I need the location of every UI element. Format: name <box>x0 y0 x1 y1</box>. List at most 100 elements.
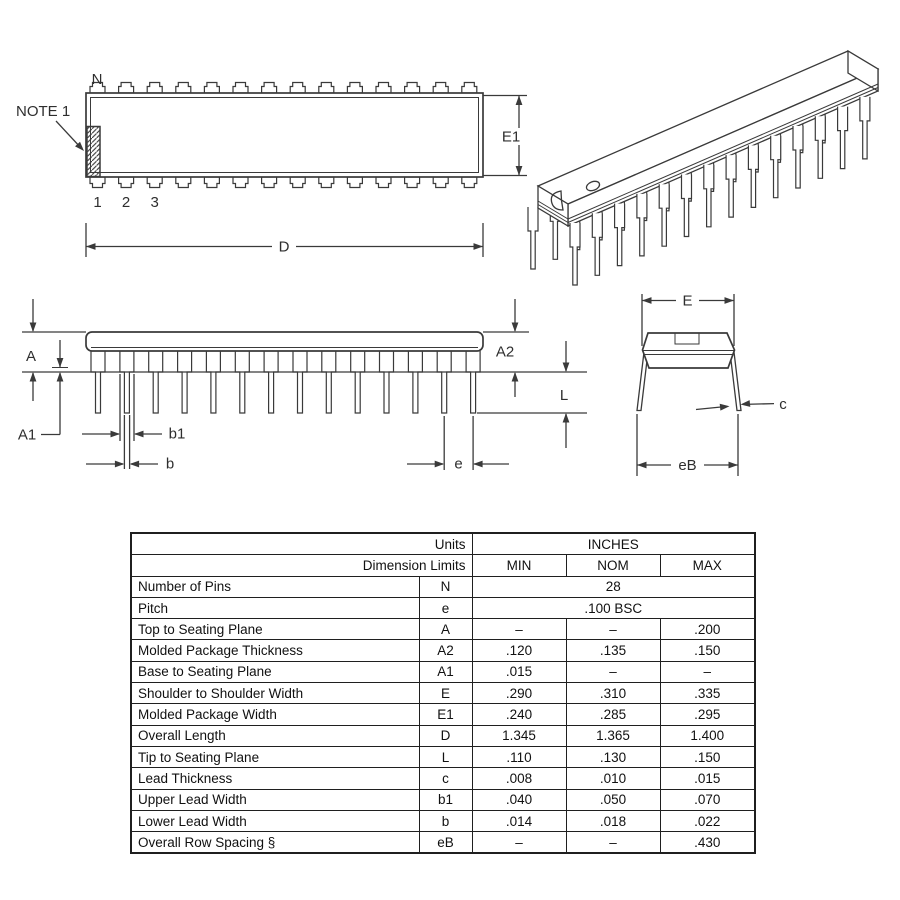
package-body-top-view <box>85 92 484 178</box>
dim-e1: E1 <box>483 94 527 177</box>
dim-e-width: E <box>641 293 735 346</box>
pin-bumps-bottom <box>90 177 477 188</box>
dim-e-pitch: e <box>407 416 509 473</box>
dim-label-eb: eB <box>678 457 696 474</box>
cell-span-value: 28 <box>471 575 756 598</box>
dim-c: c <box>695 396 787 413</box>
units-label-cell: Units <box>130 532 473 556</box>
table-row: Number of Pins N 28 <box>130 575 756 598</box>
dim-b: b <box>86 415 174 473</box>
cell-min: – <box>471 831 567 854</box>
side-view-pins <box>91 351 480 413</box>
dim-eb: eB <box>636 414 739 476</box>
isometric-view <box>527 49 880 286</box>
cell-name: Overall Row Spacing § <box>130 831 420 854</box>
cell-symbol: N <box>418 575 473 598</box>
cell-name: Upper Lead Width <box>130 788 420 811</box>
pin-bumps-top <box>90 83 477 94</box>
cell-name: Number of Pins <box>130 575 420 598</box>
cell-min: .290 <box>471 682 567 705</box>
cell-symbol: A1 <box>418 660 473 684</box>
pin-number-2: 2 <box>122 194 130 211</box>
cell-max: .335 <box>659 682 756 705</box>
table-row: Lower Lead Width b .014 .018 .022 <box>130 809 756 833</box>
dim-label-c: c <box>779 396 787 413</box>
table-row: Upper Lead Width b1 .040 .050 .070 <box>130 788 756 811</box>
cell-name: Overall Length <box>130 724 420 747</box>
table-row: Molded Package Thickness A2 .120 .135 .1… <box>130 639 756 662</box>
cell-name: Top to Seating Plane <box>130 618 420 641</box>
cell-symbol: eB <box>418 831 473 854</box>
note1-label: NOTE 1 <box>16 103 70 120</box>
dim-label-e-pitch: e <box>454 456 462 473</box>
cell-max: .015 <box>659 767 756 790</box>
dim-a1: A1 <box>18 340 68 444</box>
col-header-nom: NOM <box>565 554 661 577</box>
side-view: A A1 A2 L <box>18 299 587 473</box>
dimensions-table: Units INCHES Dimension Limits MIN NOM MA… <box>130 532 756 855</box>
cell-min: – <box>471 618 567 641</box>
cell-nom: .285 <box>565 703 661 726</box>
table-row: Pitch e .100 BSC <box>130 596 756 620</box>
cell-symbol: e <box>418 596 473 620</box>
cell-max: .200 <box>659 618 756 641</box>
cell-nom: – <box>565 831 661 854</box>
end-view-right-leg <box>729 351 742 412</box>
cell-symbol: E <box>418 682 473 705</box>
table-header-limits: Dimension Limits MIN NOM MAX <box>130 554 756 577</box>
cell-symbol: A2 <box>418 639 473 662</box>
dim-b1: b1 <box>82 374 185 443</box>
cell-nom: 1.365 <box>565 724 661 747</box>
package-drawings: N NOTE 1 1 2 3 D E1 <box>16 49 880 476</box>
dim-label-b: b <box>166 456 174 473</box>
cell-name: Lead Thickness <box>130 767 420 790</box>
iso-body <box>536 49 880 228</box>
dim-label-a: A <box>26 348 36 365</box>
cell-symbol: L <box>418 745 473 769</box>
label-n: N <box>92 71 103 88</box>
cell-name: Shoulder to Shoulder Width <box>130 682 420 705</box>
dim-label-d: D <box>279 239 290 256</box>
cell-max: .022 <box>659 809 756 833</box>
dim-a2: A2 <box>496 299 519 397</box>
table-row: Molded Package Width E1 .240 .285 .295 <box>130 703 756 726</box>
cell-symbol: b1 <box>418 788 473 811</box>
table-row: Overall Length D 1.345 1.365 1.400 <box>130 724 756 747</box>
cell-min: .008 <box>471 767 567 790</box>
cell-nom: – <box>565 618 661 641</box>
units-value-cell: INCHES <box>471 532 756 556</box>
cell-nom: .310 <box>565 682 661 705</box>
dim-label-l: L <box>560 387 568 404</box>
pin-number-1: 1 <box>93 194 101 211</box>
cell-nom: – <box>565 660 661 684</box>
cell-nom: .135 <box>565 639 661 662</box>
cell-min: .120 <box>471 639 567 662</box>
cell-min: .015 <box>471 660 567 684</box>
table-header-units: Units INCHES <box>130 532 756 556</box>
dim-l: L <box>560 341 570 448</box>
cell-symbol: A <box>418 618 473 641</box>
cell-name: Pitch <box>130 596 420 620</box>
cell-name: Molded Package Width <box>130 703 420 726</box>
table-row: Shoulder to Shoulder Width E .290 .310 .… <box>130 682 756 705</box>
cell-span-value: .100 BSC <box>471 596 756 620</box>
cell-min: 1.345 <box>471 724 567 747</box>
dim-label-b1: b1 <box>169 426 186 443</box>
cell-name: Tip to Seating Plane <box>130 745 420 769</box>
cell-max: .430 <box>659 831 756 854</box>
end-view: E c eB <box>636 293 787 476</box>
cell-symbol: c <box>418 767 473 790</box>
cell-max: .150 <box>659 745 756 769</box>
dim-label-a2: A2 <box>496 344 514 361</box>
cell-name: Base to Seating Plane <box>130 660 420 684</box>
cell-min: .110 <box>471 745 567 769</box>
cell-max: – <box>659 660 756 684</box>
cell-nom: .050 <box>565 788 661 811</box>
cell-min: .014 <box>471 809 567 833</box>
table-row: Top to Seating Plane A – – .200 <box>130 618 756 641</box>
dim-d: D <box>85 223 484 257</box>
end-view-notch <box>674 332 700 345</box>
dimension-limits-cell: Dimension Limits <box>130 554 473 577</box>
cell-min: .040 <box>471 788 567 811</box>
